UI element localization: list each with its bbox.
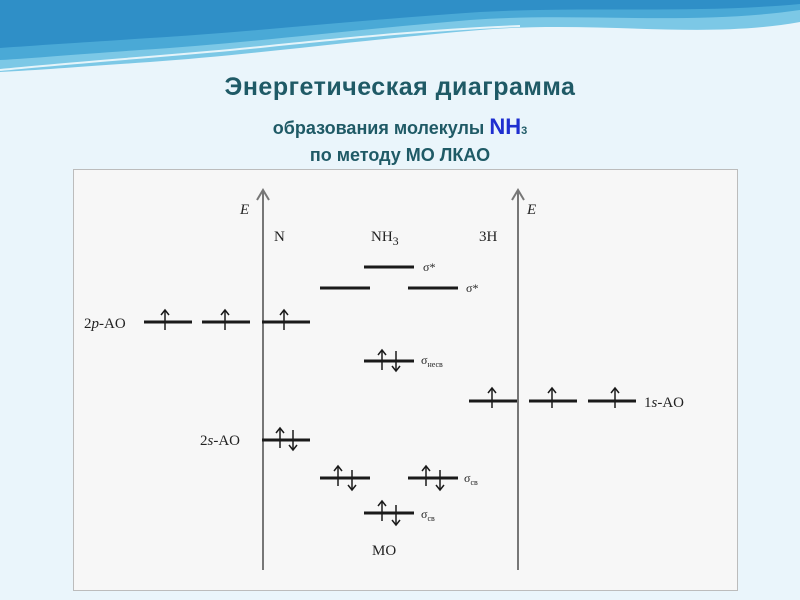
electron-down-icon [435, 469, 445, 491]
diagram-panel: E E N NH3 3H σ* σ* 2p-AO σнесв 1s-AO 2s-… [73, 169, 738, 591]
electron-up-icon [377, 500, 387, 522]
molecule-formula: NH [489, 114, 522, 139]
nh3-subscript: 3 [393, 234, 399, 248]
label-2p-orbital: p [91, 316, 100, 332]
electron-up-icon [547, 387, 557, 409]
wave-band-front [0, 0, 800, 48]
electron-up-icon [610, 387, 620, 409]
label-1s-number: 1 [644, 395, 652, 411]
electron-up-icon [421, 465, 431, 487]
label-2p-ao: 2p-AO [84, 316, 126, 332]
label-2p-suffix: -AO [99, 316, 126, 332]
sigma-bonding-lowest-main: σ [421, 507, 428, 521]
axis-label-e-left: E [239, 202, 249, 218]
axis-3h-arrowhead [511, 188, 525, 201]
slide-subtitle: образования молекулы NH3 [0, 114, 800, 140]
label-sigma-nonbonding: σнесв [421, 353, 443, 369]
molecule-formula-subscript: 3 [521, 125, 528, 137]
sigma-bonding-main: σ [464, 471, 471, 485]
label-2s-number: 2 [200, 433, 208, 449]
label-1s-ao: 1s-AO [644, 395, 684, 411]
column-header-n: N [274, 229, 285, 245]
electron-up-icon [160, 309, 170, 331]
label-2p-number: 2 [84, 316, 92, 332]
sigma-bonding-lowest-sub: св [427, 514, 435, 523]
label-2s-suffix: -AO [213, 433, 240, 449]
label-1s-orbital: s [652, 395, 658, 411]
sigma-nonbonding-main: σ [421, 353, 428, 367]
nh3-main: NH [371, 229, 393, 245]
label-1s-suffix: -AO [657, 395, 684, 411]
energy-level-diagram: E E N NH3 3H σ* σ* 2p-AO σнесв 1s-AO 2s-… [84, 188, 684, 570]
sigma-nonbonding-sub: несв [427, 360, 443, 369]
label-sigma-star-right: σ* [466, 281, 478, 295]
electron-down-icon [347, 469, 357, 491]
electron-up-icon [333, 465, 343, 487]
label-mo-column: МО [372, 543, 396, 559]
header-wave-decoration [0, 0, 800, 72]
slide-method-line: по методу МО ЛКАО [309, 145, 491, 165]
label-2s-ao: 2s-AO [200, 433, 240, 449]
electron-up-icon [487, 387, 497, 409]
label-sigma-star-upper: σ* [423, 260, 435, 274]
wave-highlight [0, 25, 521, 71]
axis-n-arrowhead [256, 188, 270, 201]
electron-up-icon [275, 427, 285, 449]
column-header-3h: 3H [479, 229, 498, 245]
label-2s-orbital: s [208, 433, 214, 449]
label-sigma-bonding-right: σсв [464, 471, 478, 487]
axis-label-e-right: E [526, 202, 536, 218]
slide-title: Энергетическая диаграмма [224, 73, 576, 101]
sigma-bonding-sub: св [470, 478, 478, 487]
electron-up-icon [220, 309, 230, 331]
subtitle-text: образования молекулы [272, 118, 490, 138]
column-header-nh3: NH3 [371, 229, 399, 248]
electron-down-icon [391, 504, 401, 526]
electron-up-icon [279, 309, 289, 331]
label-sigma-bonding-lowest: σсв [421, 507, 435, 523]
